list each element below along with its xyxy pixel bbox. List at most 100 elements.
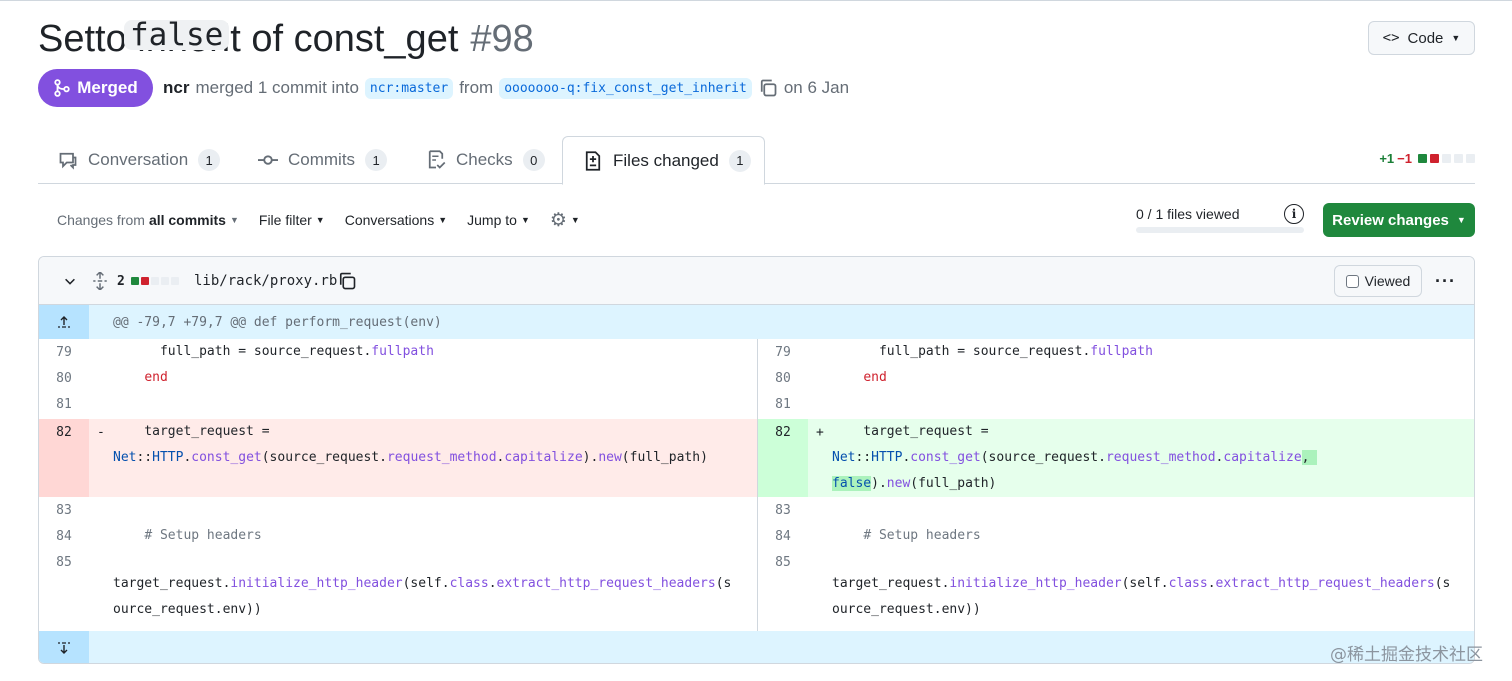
diff-line-added: 82 + target_request = Net::HTTP.const_ge… (758, 419, 1474, 497)
tab-files-changed[interactable]: Files changed 1 (562, 136, 765, 185)
line-number[interactable]: 82 (39, 419, 89, 497)
tab-label: Commits (288, 150, 356, 169)
hunk-header: @@ -79,7 +79,7 @@ def perform_request(en… (39, 305, 1474, 339)
author-link[interactable]: ncr (163, 78, 190, 97)
chevron-down-icon: ▼ (1451, 33, 1461, 43)
tab-conversation[interactable]: Conversation 1 (58, 136, 221, 184)
line-number[interactable]: 80 (775, 371, 791, 386)
head-branch[interactable]: ooooooo-q:fix_const_get_inherit (499, 77, 752, 99)
tab-commits[interactable]: Commits 1 (258, 136, 388, 184)
chevron-down-icon: ▼ (315, 215, 325, 225)
kebab-menu-icon[interactable]: ··· (1435, 270, 1456, 291)
diffstat-block (1466, 154, 1475, 163)
tab-checks[interactable]: Checks 0 (426, 136, 545, 184)
deletions-count: −1 (1397, 151, 1412, 166)
files-viewed-text: 0 / 1 files viewed (1136, 206, 1240, 222)
split-divider (757, 339, 758, 631)
diff-line: 83 (758, 497, 1474, 523)
line-number[interactable]: 80 (56, 371, 72, 386)
chevron-down-icon: ▼ (520, 215, 530, 225)
code-button-label: Code (1407, 29, 1444, 47)
expand-up-icon[interactable] (39, 305, 89, 339)
addition-marker: + (816, 425, 824, 440)
diff-line: 79 full_path = source_request.fullpath (39, 339, 757, 365)
from-text: from (459, 78, 494, 97)
line-number[interactable]: 79 (56, 345, 72, 360)
tab-count: 1 (198, 149, 221, 171)
merged-label: Merged (77, 78, 138, 97)
watermark: @稀土掘金技术社区 (1330, 645, 1483, 665)
diff-line: 80 end (39, 365, 757, 391)
all-commits-label: all commits (148, 212, 226, 228)
line-number[interactable]: 83 (56, 503, 72, 518)
tab-count: 1 (365, 149, 388, 171)
review-changes-button[interactable]: Review changes ▼ (1323, 203, 1475, 237)
copy-icon[interactable] (758, 78, 778, 98)
file-filter-label: File filter (258, 212, 312, 228)
files-toolbar: Changes from all commits ▼ File filter ▼… (57, 209, 580, 231)
diff-line: 81 (758, 391, 1474, 419)
viewed-checkbox[interactable]: Viewed (1334, 265, 1422, 297)
line-number[interactable]: 83 (775, 503, 791, 518)
merge-meta: ncr merged 1 commit into ncr:master from… (163, 75, 849, 101)
collapse-chevron-icon[interactable] (63, 257, 77, 305)
chevron-down-icon: ▼ (229, 215, 239, 225)
changes-from-label: Changes from (57, 212, 145, 228)
diffstat-block (160, 277, 169, 285)
deletion-marker: - (97, 425, 105, 440)
line-number[interactable]: 79 (775, 345, 791, 360)
file-path[interactable]: lib/rack/proxy.rb (194, 273, 338, 289)
diffstat-block (140, 277, 149, 285)
checklist-icon (428, 150, 446, 169)
file-diffstat: 2 (117, 257, 179, 305)
chevron-down-icon: ▼ (1456, 215, 1466, 225)
pr-number: #98 (470, 17, 534, 60)
diff-line-deleted: 82 - target_request = Net::HTTP.const_ge… (39, 419, 757, 497)
diffstat-block (170, 277, 179, 285)
line-number[interactable]: 84 (56, 529, 72, 544)
diff-line: 83 (39, 497, 757, 523)
expand-all-icon[interactable] (91, 257, 109, 305)
diffstat-block (1418, 154, 1427, 163)
title-prefix: Set (38, 17, 96, 60)
diff-line: 85 target_request.initialize_http_header… (758, 549, 1474, 631)
diff-line: 85 target_request.initialize_http_header… (39, 549, 757, 631)
file-header: 2 lib/rack/proxy.rb Viewed ··· (39, 257, 1474, 305)
line-number[interactable]: 82 (758, 419, 808, 497)
diff-line: 80 end (758, 365, 1474, 391)
changes-from-dropdown[interactable]: Changes from all commits ▼ (57, 212, 239, 228)
copy-icon[interactable] (337, 257, 357, 305)
base-branch[interactable]: ncr:master (364, 77, 454, 99)
conversations-dropdown[interactable]: Conversations ▼ (345, 212, 447, 228)
line-number[interactable]: 84 (775, 529, 791, 544)
diffstat-block (1430, 154, 1439, 163)
line-number[interactable]: 81 (56, 397, 72, 412)
merge-date: on 6 Jan (783, 78, 850, 97)
jump-to-dropdown[interactable]: Jump to ▼ (467, 212, 530, 228)
gear-icon: ⚙ (549, 209, 567, 231)
comment-icon (59, 152, 77, 170)
diff-line: 84 # Setup headers (758, 523, 1474, 549)
file-diff-icon (585, 150, 601, 171)
expand-footer (39, 631, 1474, 663)
line-number[interactable]: 81 (775, 397, 791, 412)
title-code: false (124, 20, 230, 51)
chevron-down-icon: ▼ (438, 215, 448, 225)
settings-dropdown[interactable]: ⚙ ▼ (550, 209, 580, 232)
line-number[interactable]: 85 (775, 555, 791, 570)
line-number[interactable]: 85 (56, 555, 72, 570)
viewed-label: Viewed (1364, 273, 1411, 289)
tab-label: Files changed (613, 150, 719, 170)
additions-count: +1 (1379, 151, 1395, 166)
hunk-header-text: @@ -79,7 +79,7 @@ def perform_request(en… (113, 314, 442, 330)
file-filter-dropdown[interactable]: File filter ▼ (259, 212, 325, 228)
review-changes-label: Review changes (1332, 211, 1449, 229)
tab-label: Conversation (88, 150, 189, 169)
jump-to-label: Jump to (467, 212, 517, 228)
code-button[interactable]: <> Code ▼ (1368, 21, 1475, 55)
info-icon[interactable]: i (1284, 204, 1304, 224)
expand-down-icon[interactable] (39, 631, 89, 663)
diff-line: 81 (39, 391, 757, 419)
checkbox-icon (1345, 274, 1359, 288)
diff-line: 84 # Setup headers (39, 523, 757, 549)
